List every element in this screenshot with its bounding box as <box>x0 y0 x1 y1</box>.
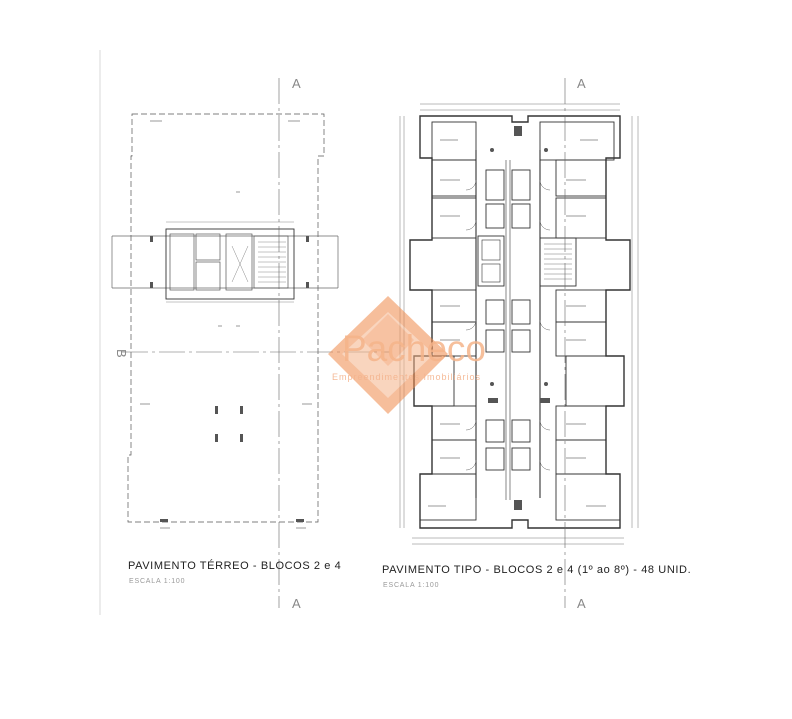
typical-floor-plan <box>399 103 639 545</box>
ground-floor-title: PAVIMENTO TÉRREO - BLOCOS 2 e 4 <box>128 560 342 572</box>
section-a-marker-bottom-typical: A <box>577 596 586 611</box>
section-a-marker-bottom-ground: A <box>292 596 301 611</box>
ground-floor-outline <box>127 113 325 523</box>
typical-floor-title: PAVIMENTO TIPO - BLOCOS 2 e 4 (1º ao 8º)… <box>382 564 692 576</box>
section-a-marker-top-typical: A <box>577 76 586 91</box>
watermark-logo-mark <box>328 296 448 414</box>
ground-floor-scale: ESCALA 1:100 <box>129 578 186 585</box>
section-markers: A A A A B <box>114 76 586 611</box>
section-a-marker-top-ground: A <box>292 76 301 91</box>
typical-floor-scale: ESCALA 1:100 <box>383 582 440 589</box>
section-b-marker: B <box>114 349 129 358</box>
watermark-brand-name: Pacheco <box>342 328 486 369</box>
ground-floor-plan <box>111 113 339 529</box>
watermark-tagline: Empreendimentos Imobiliários <box>332 372 482 382</box>
